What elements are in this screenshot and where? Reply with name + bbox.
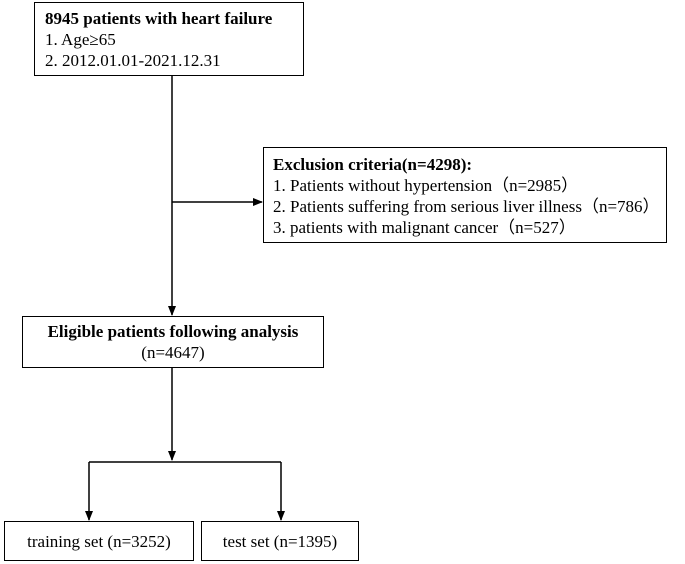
initial-cohort-box: 8945 patients with heart failure 1. Age≥… — [34, 2, 304, 76]
exclusion-criteria-box: Exclusion criteria(n=4298): 1. Patients … — [263, 147, 667, 243]
exclusion-item-hypertension: 1. Patients without hypertension（n=2985） — [273, 176, 579, 195]
initial-cohort-title: 8945 patients with heart failure — [45, 9, 273, 28]
initial-criterion-age: 1. Age≥65 — [45, 30, 116, 49]
test-set-label: test set (n=1395) — [222, 532, 338, 551]
test-set-box: test set (n=1395) — [201, 521, 359, 561]
eligible-title: Eligible patients following analysis — [47, 322, 299, 341]
training-set-label: training set (n=3252) — [27, 532, 171, 551]
exclusion-title: Exclusion criteria(n=4298): — [273, 155, 473, 174]
eligible-count: (n=4647) — [141, 343, 205, 362]
initial-criterion-dates: 2. 2012.01.01-2021.12.31 — [45, 51, 221, 70]
eligible-patients-box: Eligible patients following analysis (n=… — [22, 316, 324, 368]
exclusion-item-liver: 2. Patients suffering from serious liver… — [273, 197, 660, 216]
exclusion-item-cancer: 3. patients with malignant cancer（n=527） — [273, 218, 576, 237]
training-set-box: training set (n=3252) — [4, 521, 194, 561]
